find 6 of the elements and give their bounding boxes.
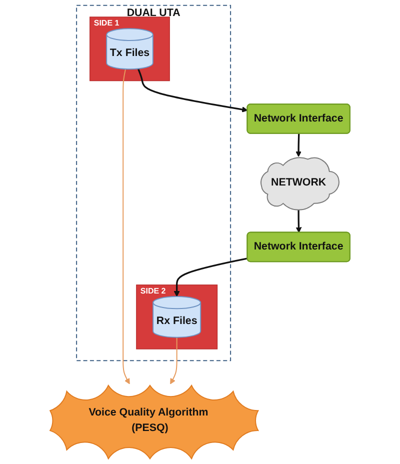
arrow <box>170 336 178 384</box>
arrow <box>296 209 302 233</box>
arrow <box>122 68 130 384</box>
arrow <box>174 258 248 297</box>
arrow <box>137 68 248 112</box>
arrow <box>296 134 302 157</box>
